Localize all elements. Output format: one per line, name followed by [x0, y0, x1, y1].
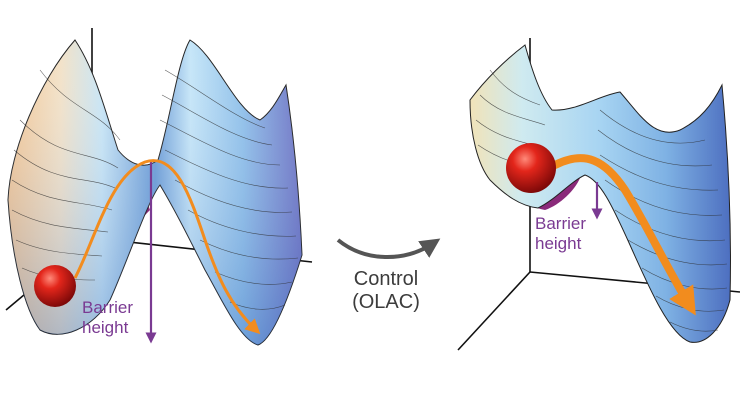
control-label-line2: (OLAC)	[352, 291, 420, 313]
right-barrier-label-line1: Barrier	[535, 214, 587, 233]
control-label-line1: Control	[353, 268, 419, 290]
right-ball	[506, 143, 556, 193]
right-trajectory-arrow	[551, 154, 696, 316]
left-barrier-label-line1: Barrier	[82, 298, 134, 317]
left-trajectory-arrow	[73, 159, 261, 335]
left-ball	[34, 265, 76, 307]
left-energy-landscape	[5, 28, 313, 346]
left-barrier-label-line2: height	[82, 317, 129, 337]
right-barrier-label-line2: height	[535, 233, 582, 253]
control-arrow	[336, 238, 441, 260]
left-barrier-label: Barrier height	[82, 298, 134, 337]
right-energy-landscape	[457, 38, 740, 351]
right-barrier-label: Barrier height	[535, 214, 625, 253]
control-label: Control (OLAC)	[340, 268, 432, 314]
